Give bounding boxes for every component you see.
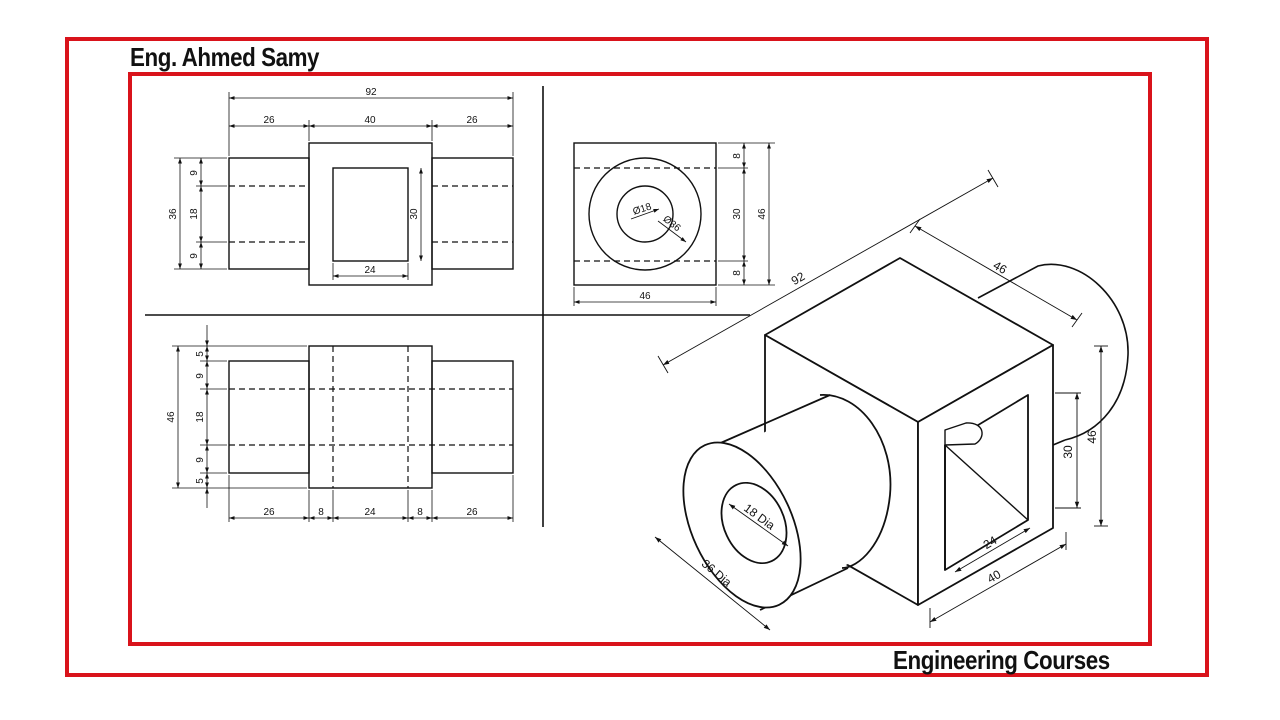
front-dim-window-width: 24 [364,265,376,276]
iso-dim-width: 40 [985,567,1004,586]
top-dim-left: 26 [263,507,275,518]
side-dim-bottom: 8 [732,270,743,276]
view-separators [145,86,750,527]
top-dim-offset-c: 9 [195,457,206,463]
outer-frame [65,37,1209,677]
side-view: Ø18 Ø36 8 30 8 46 46 [573,142,775,306]
side-dim-top: 8 [732,153,743,159]
iso-dim-overall: 92 [789,269,808,288]
front-dim-bore: 18 [189,208,200,220]
top-dim-right: 26 [466,507,478,518]
side-dim-bore-dia: Ø18 [632,201,654,217]
top-dim-height: 46 [166,411,177,423]
top-dim-middle: 24 [364,507,376,518]
front-dim-left: 26 [263,115,275,126]
front-dim-window-height: 30 [409,208,420,220]
iso-dim-depth: 46 [991,258,1010,277]
iso-dim-window-width: 24 [981,533,1000,552]
top-dim-offset-d: 5 [195,478,206,484]
isometric-view: 92 46 18 Dia 36 Dia 30 46 24 40 [654,169,1129,631]
front-dim-height: 36 [168,208,179,220]
front-dim-middle: 40 [364,115,376,126]
top-view: 46 5 9 18 9 5 26 8 24 8 26 [166,325,514,522]
top-dim-wall-right: 8 [417,507,423,518]
front-dim-bottom-offset: 9 [189,253,200,259]
author-title: Eng. Ahmed Samy [130,42,320,72]
inner-frame [128,72,1152,646]
front-dim-top-offset: 9 [189,170,200,176]
top-dim-offset-a: 5 [195,351,206,357]
front-view: 92 26 40 26 24 36 9 18 9 30 [168,87,514,286]
top-dim-wall-left: 8 [318,507,324,518]
front-dim-overall: 92 [365,87,377,98]
side-dim-height: 46 [757,208,768,220]
footer-title: Engineering Courses [893,645,1110,675]
iso-dim-height: 46 [1085,430,1099,444]
top-dim-bore: 18 [195,411,206,423]
side-dim-width: 46 [639,291,651,302]
top-dim-offset-b: 9 [195,373,206,379]
side-dim-middle: 30 [732,208,743,220]
front-dim-right: 26 [466,115,478,126]
iso-dim-window-height: 30 [1061,445,1075,459]
